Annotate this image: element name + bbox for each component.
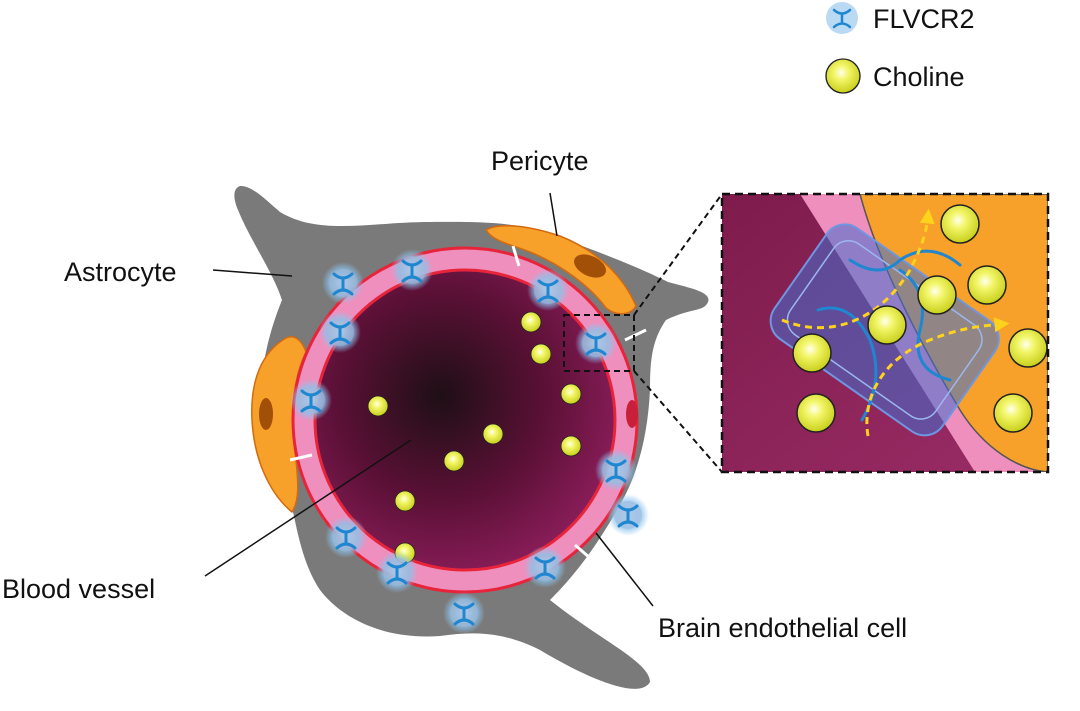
legend: FLVCR2 Choline [825,2,975,94]
flvcr2-transporter-icon [826,2,858,34]
inset-magnified-view [722,194,1048,472]
legend-flvcr2-label: FLVCR2 [873,4,975,34]
blood-vessel-label: Blood vessel [2,574,155,604]
legend-choline-label: Choline [873,62,965,92]
endothelial-label: Brain endothelial cell [658,613,907,643]
choline-molecule-icon [825,58,861,94]
pericyte-right [484,225,637,315]
zoom-region [563,314,635,372]
pericyte-label: Pericyte [491,146,589,176]
astrocyte-label: Astrocyte [64,257,177,287]
